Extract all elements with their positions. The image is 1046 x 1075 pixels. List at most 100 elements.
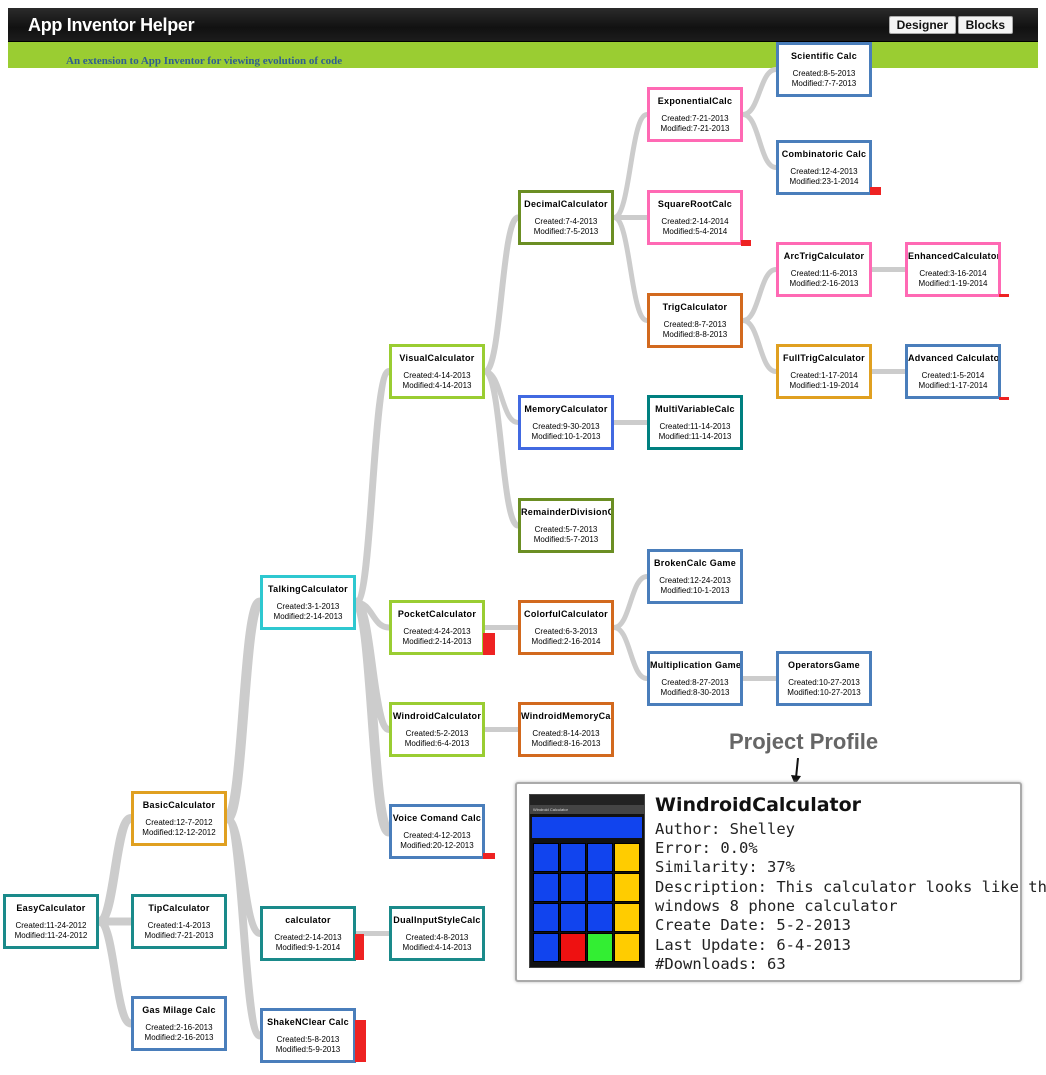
calculator-display [532,817,642,838]
node-modified-date: Modified:12-12-2012 [142,828,216,837]
node-name: RemainderDivisionCalc [521,507,611,517]
error-marker-combinatoric [870,187,881,195]
calculator-key [587,903,613,932]
node-created-date: Created:8-7-2013 [663,320,727,329]
node-created-date: Created:11-14-2013 [659,422,731,431]
node-modified-date: Modified:20-12-2013 [400,841,474,850]
node-name: PocketCalculator [397,609,477,619]
node-created-date: Created:4-24-2013 [403,627,471,636]
profile-last-update: Last Update: 6-4-2013 [655,936,851,954]
edge-trig-arctrig [740,267,779,323]
node-name: Scientific Calc [790,51,858,61]
node-created-date: Created:7-4-2013 [534,217,598,226]
error-marker-sqrt [741,240,751,246]
profile-project-name: WindroidCalculator [655,794,862,816]
node-modified-date: Modified:5-4-2014 [662,227,728,236]
project-profile-card: Windroid Calculator WindroidCalculator A… [515,782,1046,982]
node-name: SquareRootCalc [657,199,733,209]
node-modified-date: Modified:2-14-2013 [273,612,343,621]
profile-downloads: #Downloads: 63 [655,955,786,973]
node-modified-date: Modified:8-16-2013 [531,739,601,748]
node-name: TipCalculator [148,903,210,913]
node-created-date: Created:4-14-2013 [403,371,471,380]
project-node-remainder[interactable]: RemainderDivisionCalcCreated:5-7-2013Mod… [518,498,614,553]
edge-visual-decimal [482,214,521,375]
error-marker-advanced [999,397,1009,400]
node-modified-date: Modified:7-7-2013 [791,79,857,88]
node-created-date: Created:12-24-2013 [659,576,731,585]
node-created-date: Created:5-8-2013 [276,1035,340,1044]
node-created-date: Created:4-12-2013 [403,831,471,840]
node-created-date: Created:5-7-2013 [534,525,598,534]
node-name: ArcTrigCalculator [783,251,865,261]
edge-trig-fulltrig [740,318,779,374]
node-name: Multiplication Game [650,660,740,670]
node-name: EasyCalculator [16,903,86,913]
edge-exponential-combinatoric [740,112,779,170]
edge-talking-visual [352,368,393,606]
calculator-key [533,903,559,932]
app-screenshot-thumbnail: Windroid Calculator [529,794,645,968]
edge-easy-basic [94,814,136,926]
node-modified-date: Modified:2-16-2013 [144,1033,214,1042]
node-created-date: Created:2-16-2013 [145,1023,213,1032]
node-name: Gas Milage Calc [142,1005,216,1015]
node-created-date: Created:5-2-2013 [405,729,469,738]
error-marker-shake [355,1020,366,1062]
calculator-key [587,843,613,872]
node-created-date: Created:12-7-2012 [145,818,213,827]
designer-button[interactable]: Designer [888,16,956,34]
node-name: Voice Comand Calc [392,813,482,823]
node-name: ColorfulCalculator [524,609,608,619]
profile-description-cont: windows 8 phone calculator [655,897,898,915]
node-name: EnhancedCalculator [908,251,998,261]
node-created-date: Created:2-14-2013 [274,933,342,942]
node-name: WindroidCalculator [392,711,482,721]
calculator-key [560,933,586,962]
node-modified-date: Modified:10-1-2013 [531,432,601,441]
calculator-key [587,933,613,962]
calculator-key [614,903,640,932]
edge-colorful-broken [611,574,650,630]
node-name: MultiVariableCalc [655,404,735,414]
node-modified-date: Modified:6-4-2013 [404,739,470,748]
node-modified-date: Modified:8-8-2013 [662,330,728,339]
node-created-date: Created:9-30-2013 [532,422,600,431]
node-modified-date: Modified:1-17-2014 [918,381,988,390]
profile-similarity: Similarity: 37% [655,858,795,876]
node-name: VisualCalculator [399,353,475,363]
blocks-button[interactable]: Blocks [957,16,1013,34]
error-marker-voice [483,853,495,859]
calculator-key [533,843,559,872]
